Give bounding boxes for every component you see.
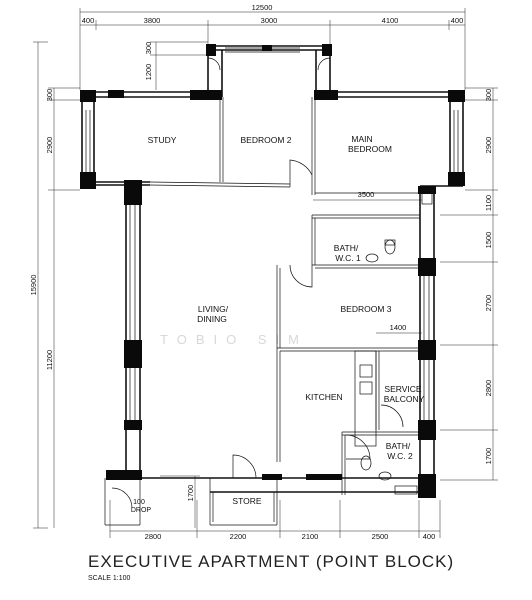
dim-left-lower: 11200 — [45, 350, 54, 370]
room-main-bedroom-line2: BEDROOM — [348, 144, 392, 154]
dim-top-1: 400 — [82, 16, 95, 25]
dim-bottom-2: 2200 — [230, 532, 247, 541]
dim-bottom-1: 2800 — [145, 532, 162, 541]
dim-left-2900: 2900 — [45, 137, 54, 154]
drop-label-line1: 100 — [133, 499, 145, 506]
dim-top-4: 4100 — [382, 16, 399, 25]
dim-inner-3500: 3500 — [358, 190, 375, 199]
dim-bay-300: 300 — [144, 42, 153, 55]
columns — [80, 44, 465, 498]
plan-title: EXECUTIVE APARTMENT (POINT BLOCK) — [88, 552, 454, 571]
windows — [85, 47, 459, 425]
toilet-icon — [360, 455, 372, 471]
room-living-line2: DINING — [197, 314, 227, 324]
dim-right-2900: 2900 — [484, 137, 493, 154]
dim-inner-1400: 1400 — [390, 323, 407, 332]
room-service-line1: SERVICE — [384, 384, 421, 394]
dimension-labels: 12500 400 3800 3000 4100 400 2800 2200 2… — [29, 3, 493, 541]
room-labels: STUDY BEDROOM 2 MAIN BEDROOM BATH/ W.C. … — [131, 134, 425, 514]
room-bath1-line1: BATH/ — [334, 243, 359, 253]
dim-right-2700: 2700 — [484, 295, 493, 312]
dim-right-1100: 1100 — [484, 195, 493, 211]
sink-icon — [359, 364, 373, 378]
dim-left-1700: 1700 — [186, 485, 195, 502]
toilet-icon — [384, 239, 396, 255]
basin-icon — [365, 253, 379, 263]
dim-bottom-5: 400 — [423, 532, 436, 541]
plan-scale: SCALE 1:100 — [88, 575, 131, 582]
dim-top-3: 3000 — [261, 16, 278, 25]
dim-bay-1200: 1200 — [144, 64, 153, 81]
room-main-bedroom-line1: MAIN — [351, 134, 372, 144]
room-study: STUDY — [148, 135, 177, 145]
room-bath2-line2: W.C. 2 — [387, 451, 413, 461]
dim-left-300: 300 — [45, 89, 54, 102]
room-kitchen: KITCHEN — [305, 392, 342, 402]
dim-right-1700: 1700 — [484, 448, 493, 465]
dim-right-1500: 1500 — [484, 232, 493, 249]
kitchen-counter — [354, 350, 377, 447]
room-living-line1: LIVING/ — [198, 304, 229, 314]
dimension-lines — [33, 8, 498, 538]
dim-left-overall: 15900 — [29, 275, 38, 296]
dim-overall-width: 12500 — [252, 3, 273, 12]
sink-icon — [359, 381, 373, 395]
dim-bottom-4: 2500 — [372, 532, 389, 541]
door-swings — [111, 57, 404, 509]
basin-icon — [378, 471, 392, 481]
room-bedroom-3: BEDROOM 3 — [340, 304, 391, 314]
room-store: STORE — [232, 496, 261, 506]
fixtures — [354, 189, 433, 495]
room-bath1-line2: W.C. 1 — [335, 253, 361, 263]
dim-right-2800: 2800 — [484, 380, 493, 397]
room-bedroom-2: BEDROOM 2 — [240, 135, 291, 145]
dim-top-2: 3800 — [144, 16, 161, 25]
drop-label-line2: DROP — [131, 507, 152, 514]
dim-bottom-3: 2100 — [302, 532, 319, 541]
watermark: TOBIO SIM — [160, 332, 308, 347]
room-service-line2: BALCONY — [384, 394, 425, 404]
room-bath2-line1: BATH/ — [386, 441, 411, 451]
dim-top-5: 400 — [451, 16, 464, 25]
wardrobe — [421, 189, 433, 205]
dim-right-300: 300 — [484, 89, 493, 102]
